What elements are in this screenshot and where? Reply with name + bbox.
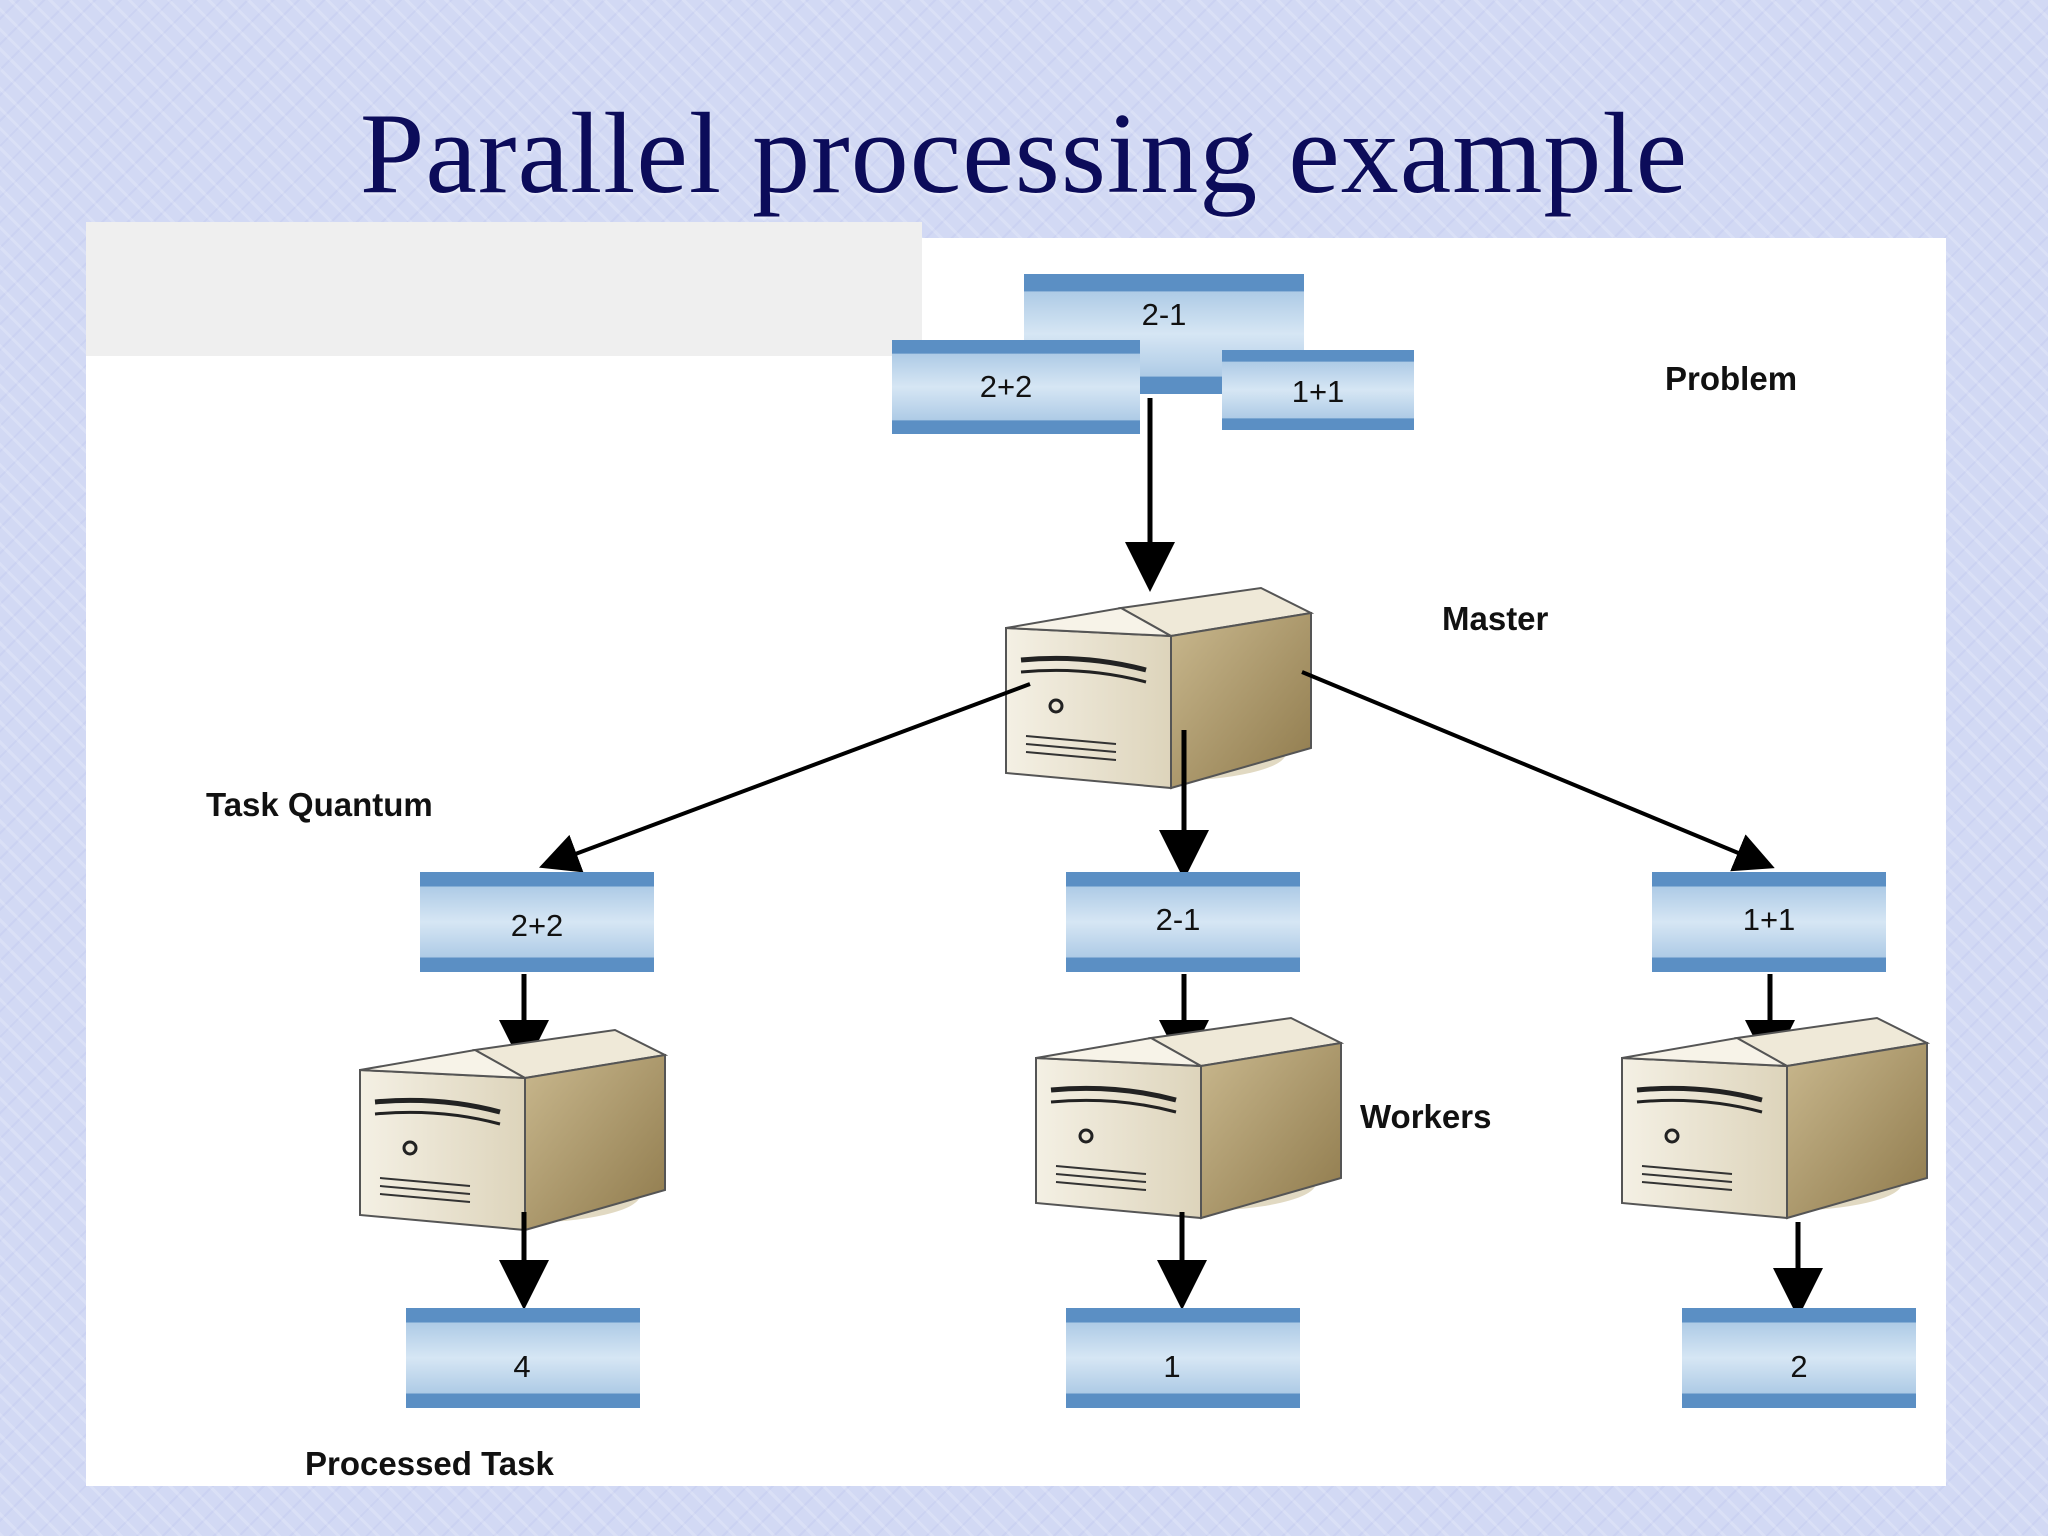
arrow-master-to-task-right bbox=[1301, 670, 1775, 872]
task-label: 2-1 bbox=[1142, 297, 1187, 332]
processed-task-box: 1 bbox=[1066, 1308, 1300, 1408]
problem-task-stack: 2-1 2+2 1+1 bbox=[892, 274, 1414, 434]
task-label: 2-1 bbox=[1156, 902, 1201, 937]
task-quantum-label: Task Quantum bbox=[206, 786, 433, 823]
task-label: 2+2 bbox=[980, 369, 1033, 404]
result-label: 4 bbox=[513, 1349, 530, 1384]
page-title: Parallel processing example bbox=[359, 90, 1689, 218]
task-quantum-box: 2-1 bbox=[1066, 872, 1300, 972]
processed-task-box: 4 bbox=[406, 1308, 640, 1408]
processed-task-box: 2 bbox=[1682, 1308, 1916, 1408]
task-label: 1+1 bbox=[1743, 902, 1796, 937]
worker-server-icon bbox=[1036, 1018, 1341, 1218]
arrow-master-to-task-left bbox=[539, 682, 1031, 873]
problem-label: Problem bbox=[1665, 360, 1797, 397]
result-label: 1 bbox=[1163, 1349, 1180, 1384]
master-label: Master bbox=[1442, 600, 1549, 637]
problem-task-box: 1+1 bbox=[1222, 350, 1414, 430]
task-quantum-box: 2+2 bbox=[420, 872, 654, 972]
diagram-panel bbox=[86, 238, 1946, 1486]
workers-label: Workers bbox=[1360, 1098, 1491, 1135]
problem-task-box: 2+2 bbox=[892, 340, 1140, 434]
task-label: 2+2 bbox=[511, 908, 564, 943]
worker-server-icon bbox=[360, 1030, 665, 1230]
worker-server-icon bbox=[1622, 1018, 1927, 1218]
task-label: 1+1 bbox=[1292, 374, 1345, 409]
task-quantum-box: 1+1 bbox=[1652, 872, 1886, 972]
blank-overlay-box bbox=[86, 222, 922, 356]
master-server-icon bbox=[1006, 588, 1311, 788]
result-label: 2 bbox=[1790, 1349, 1807, 1384]
processed-task-label: Processed Task bbox=[305, 1445, 555, 1482]
